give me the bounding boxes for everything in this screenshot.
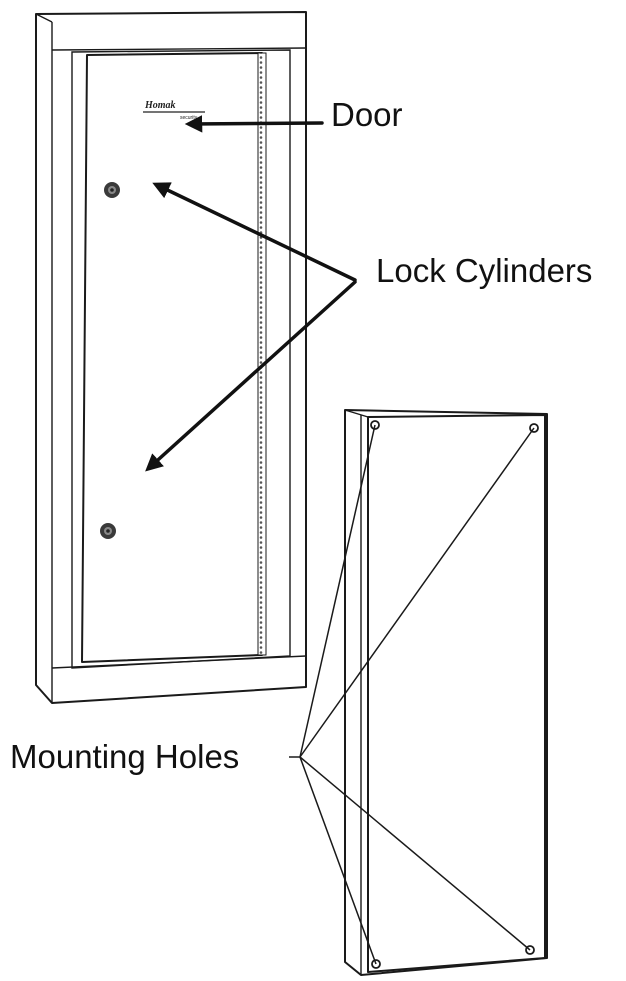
leader-bottom-left (299, 756, 377, 965)
lock-cylinder-top (104, 182, 120, 198)
door-panel (81, 52, 263, 663)
cabinet-outline (35, 11, 307, 704)
mounting-hole-leaders (289, 424, 535, 965)
lock-cylinder-arrow-bottom (145, 280, 357, 472)
door-frame (71, 49, 291, 669)
leader-top-right (299, 427, 535, 758)
brand-logo-text: Homak (144, 100, 176, 111)
front-safe: Homak security (35, 11, 307, 704)
cabinet-top-band (51, 47, 307, 51)
cabinet-top-back-edge (35, 13, 53, 23)
rear-panel-top-edge (344, 409, 369, 418)
mounting-holes-label: Mounting Holes (10, 738, 239, 775)
leader-bottom-right (299, 756, 531, 951)
rear-panel (344, 409, 548, 976)
lock-cylinder-bottom (100, 523, 116, 539)
brand-logo-subtext: security (180, 115, 198, 121)
lock-cylinder-arrow-top (152, 182, 357, 282)
door-label: Door (331, 96, 403, 133)
door-arrow (184, 115, 324, 133)
callout-arrows (145, 115, 357, 472)
rear-panel-face (367, 414, 546, 973)
leader-top-left (299, 424, 376, 758)
brand-logo: Homak security (143, 100, 205, 121)
rear-panel-outline (344, 409, 548, 976)
lock-cylinders-label: Lock Cylinders (376, 252, 592, 289)
door-hinge (257, 52, 267, 656)
